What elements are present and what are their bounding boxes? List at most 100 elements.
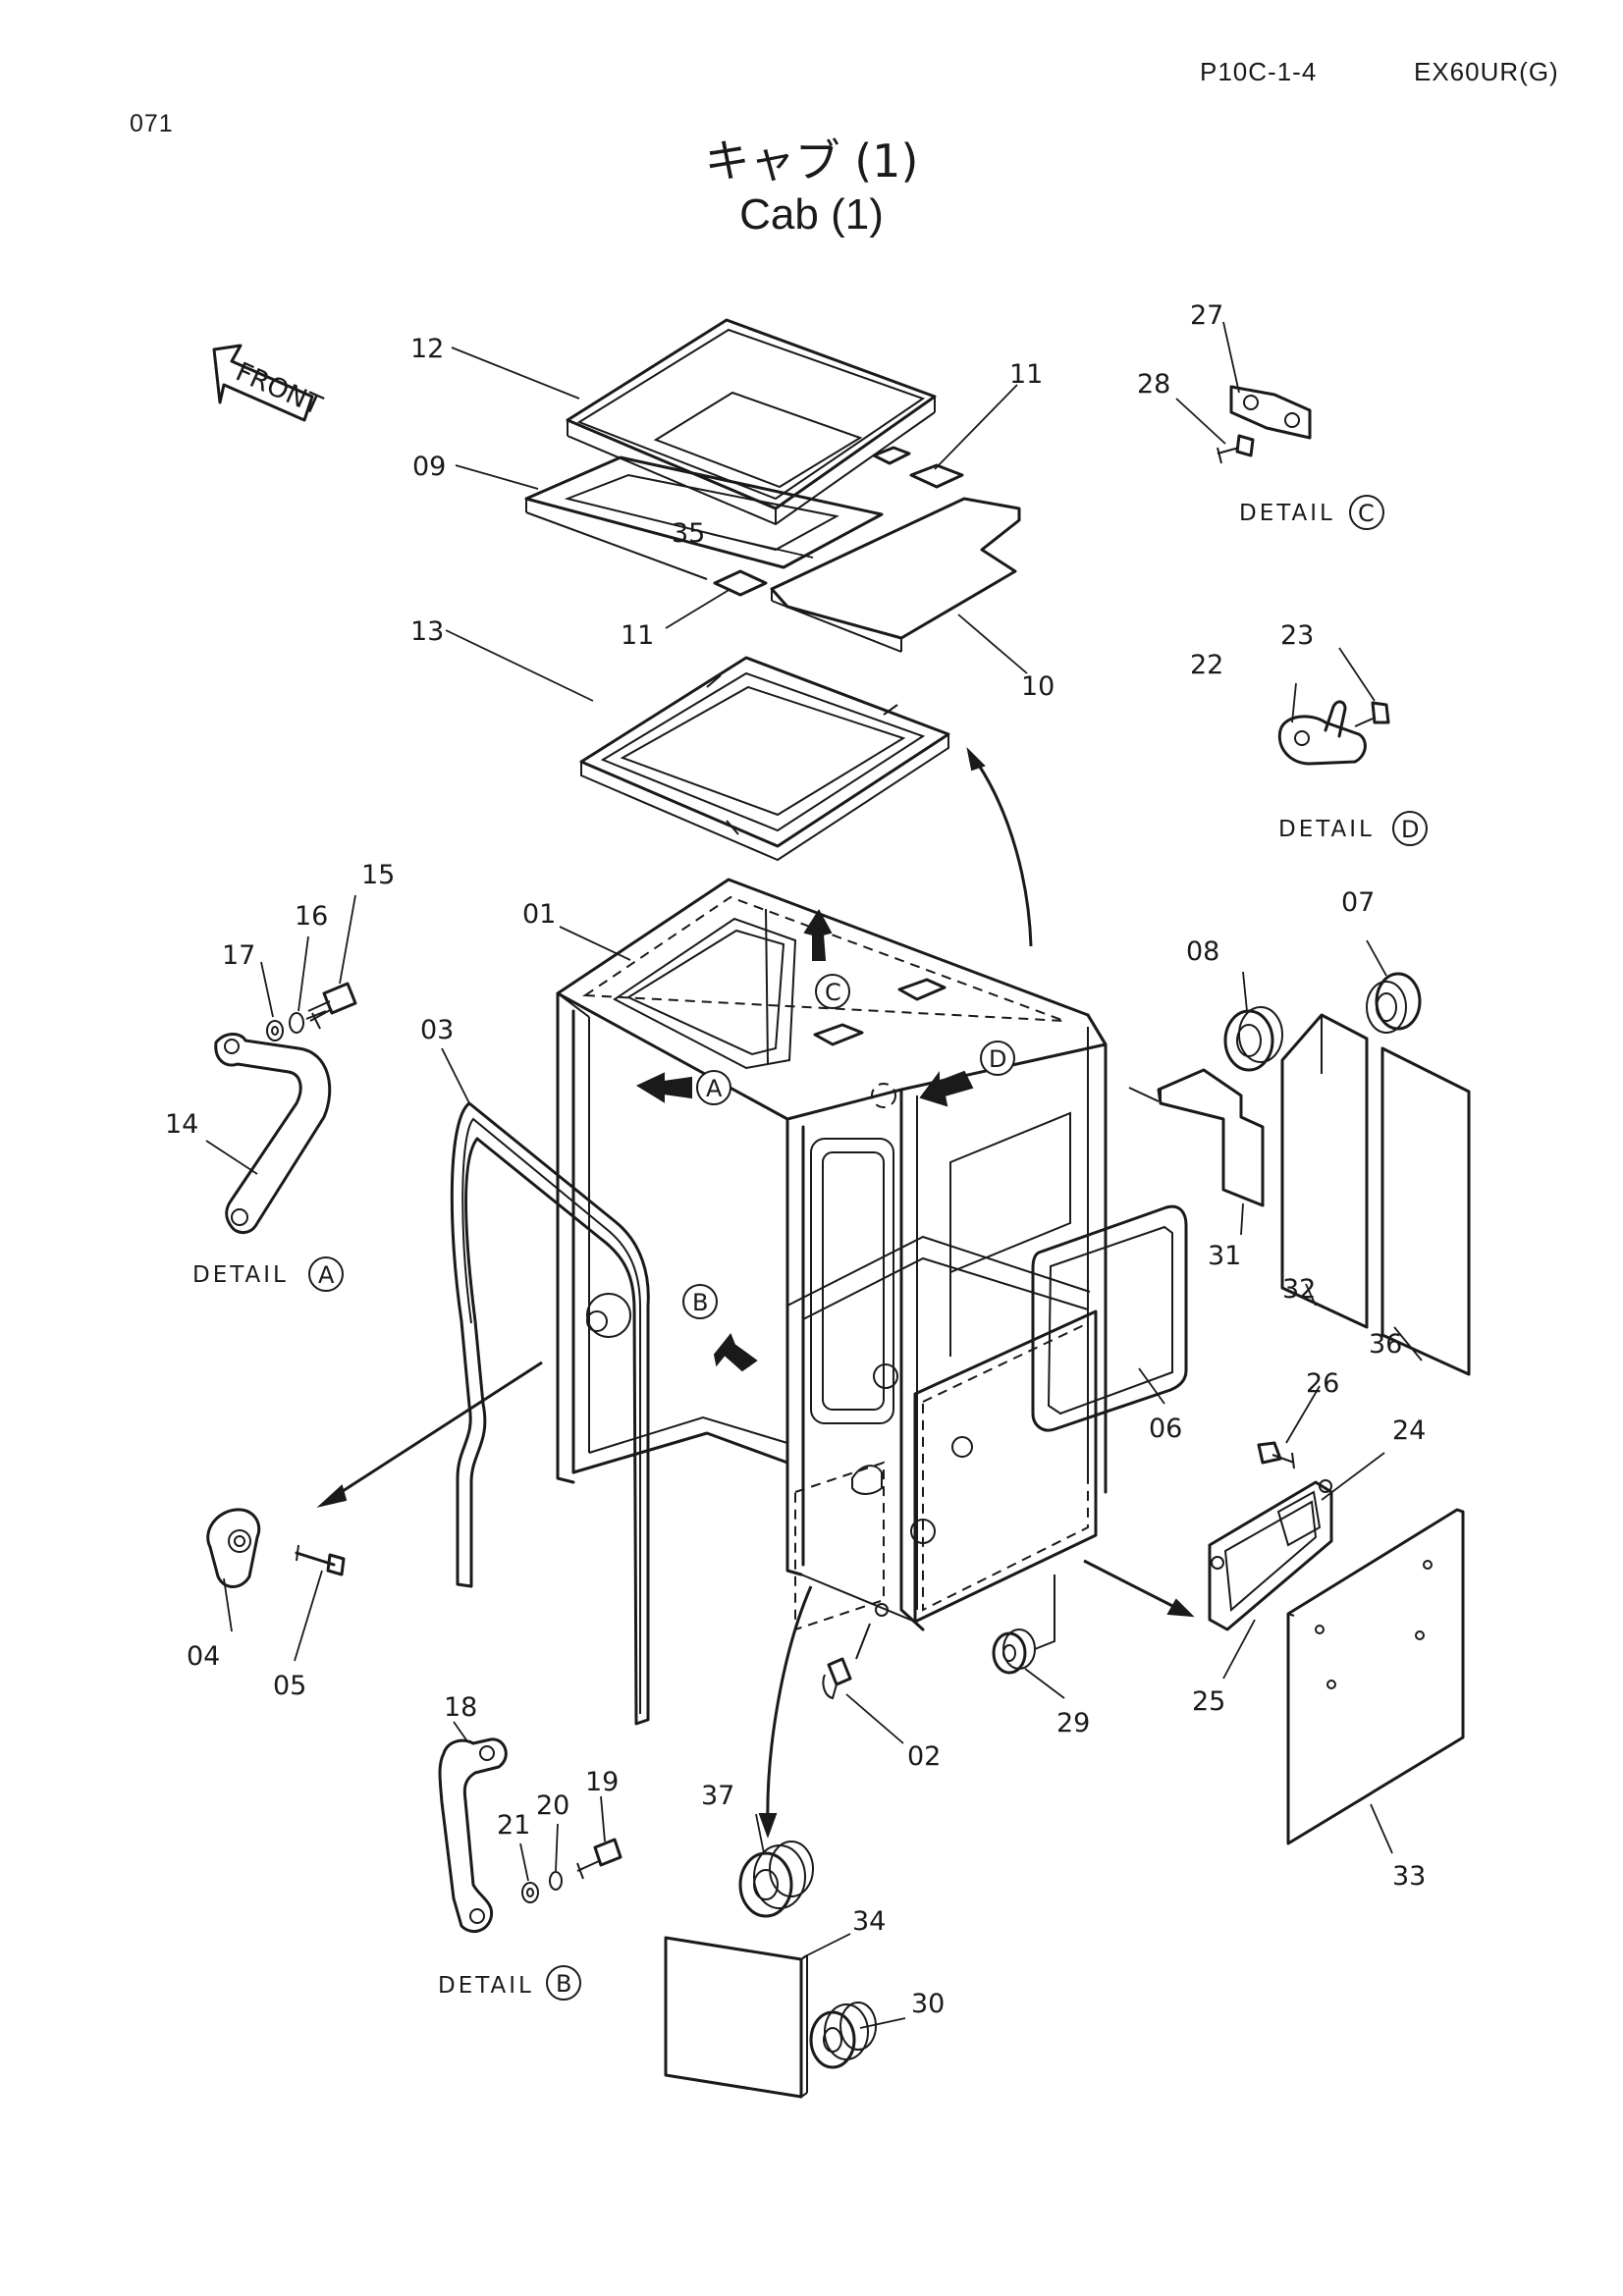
- part-07-grommet: [1366, 972, 1422, 1034]
- arrow-to-part-13: [976, 763, 1033, 947]
- title-english: Cab (1): [739, 190, 884, 239]
- part-34-cover-plate: [664, 1936, 808, 2099]
- part-28-bolt: [1217, 434, 1255, 464]
- label-20: 20: [536, 1790, 569, 1821]
- svg-text:D: D: [989, 1045, 1006, 1073]
- svg-text:DETAIL: DETAIL: [1239, 501, 1335, 526]
- label-37: 37: [701, 1781, 734, 1811]
- detail-b-label: DETAIL B: [438, 1965, 581, 2001]
- part-09-roof-plate: [524, 455, 884, 580]
- label-28: 28: [1137, 369, 1170, 400]
- callout-circle-d: D: [980, 1041, 1015, 1076]
- label-14: 14: [165, 1109, 198, 1140]
- label-33: 33: [1392, 1861, 1426, 1892]
- arrowhead-part-04: [316, 1484, 348, 1508]
- part-26-bolt: [1257, 1441, 1295, 1469]
- part-36-insulation-panel: [1380, 1046, 1471, 1376]
- part-06-window-seal: [1031, 1204, 1188, 1432]
- leader-lines: [205, 321, 1423, 2029]
- label-23: 23: [1280, 620, 1314, 651]
- label-34: 34: [852, 1906, 886, 1937]
- model-code: EX60UR(G): [1414, 57, 1559, 86]
- page-code: P10C-1-4: [1200, 57, 1318, 86]
- callout-circle-c: C: [815, 974, 850, 1009]
- svg-text:B: B: [556, 1970, 571, 1998]
- svg-text:B: B: [692, 1289, 708, 1316]
- arrow-to-part-04: [325, 1361, 543, 1504]
- svg-text:D: D: [1401, 816, 1419, 843]
- part-05-bolt: [295, 1544, 346, 1576]
- part-30-grommet: [809, 2002, 877, 2069]
- part-18-grab-handle: [438, 1737, 508, 1934]
- page-number: 071: [130, 110, 174, 137]
- label-29: 29: [1056, 1708, 1090, 1738]
- part-labels: 12 11 09 35 11 10 13 01 17 16 15 03 14 0…: [165, 300, 1426, 2019]
- arrow-to-part-25: [1083, 1559, 1185, 1614]
- label-02: 02: [907, 1741, 941, 1772]
- part-03-door-seal: [450, 1101, 650, 1726]
- label-27: 27: [1190, 300, 1223, 331]
- callout-arrows: [635, 909, 974, 1372]
- label-25: 25: [1192, 1686, 1225, 1717]
- part-19-bolt: [576, 1838, 622, 1880]
- label-10: 10: [1021, 671, 1055, 702]
- label-06: 06: [1149, 1414, 1182, 1444]
- part-21-washer: [521, 1882, 539, 1903]
- front-label: FRONT: [231, 356, 326, 421]
- label-32: 32: [1282, 1274, 1316, 1305]
- label-05: 05: [273, 1671, 306, 1701]
- label-11-top: 11: [1009, 359, 1043, 390]
- label-24: 24: [1392, 1415, 1426, 1446]
- label-18: 18: [444, 1692, 477, 1723]
- label-16: 16: [295, 901, 328, 932]
- label-13: 13: [410, 616, 444, 647]
- label-12: 12: [410, 334, 444, 364]
- part-10-roof-cover: [770, 497, 1021, 653]
- svg-text:DETAIL: DETAIL: [192, 1262, 289, 1288]
- label-04: 04: [187, 1641, 220, 1672]
- part-17-washer: [266, 1020, 284, 1041]
- part-31-pad: [1128, 1068, 1265, 1207]
- svg-text:C: C: [1358, 500, 1375, 527]
- part-04-door-bracket: [206, 1508, 261, 1588]
- label-35: 35: [672, 518, 705, 549]
- label-15: 15: [361, 860, 395, 890]
- label-22: 22: [1190, 650, 1223, 680]
- svg-text:C: C: [825, 979, 841, 1006]
- label-31: 31: [1208, 1241, 1241, 1271]
- label-09: 09: [412, 452, 446, 482]
- arrowhead-part-37: [758, 1813, 778, 1839]
- detail-d-label: DETAIL D: [1278, 811, 1428, 846]
- label-01: 01: [522, 899, 556, 930]
- label-26: 26: [1306, 1368, 1339, 1399]
- label-03: 03: [420, 1015, 454, 1045]
- title-japanese: キャブ (1): [704, 134, 919, 187]
- detail-c-label: DETAIL C: [1239, 495, 1384, 530]
- detail-a-label: DETAIL A: [192, 1256, 344, 1292]
- part-22-lock-plate: [1277, 700, 1367, 766]
- part-25-filter-cover: [1208, 1479, 1333, 1631]
- label-07: 07: [1341, 887, 1375, 918]
- part-15-bolt: [305, 982, 357, 1030]
- arrow-to-part-37: [766, 1585, 813, 1827]
- part-23-screw: [1354, 701, 1390, 727]
- part-32-insulation-panel: [1280, 1013, 1369, 1329]
- label-21: 21: [497, 1810, 530, 1841]
- label-36: 36: [1369, 1329, 1402, 1360]
- part-37-grommet: [738, 1841, 814, 1918]
- callout-circle-a: A: [696, 1070, 731, 1105]
- label-19: 19: [585, 1767, 619, 1797]
- part-24-mesh-filter: [1276, 1490, 1322, 1547]
- svg-text:DETAIL: DETAIL: [438, 1973, 534, 1999]
- arrowhead-part-25: [1166, 1598, 1195, 1618]
- label-17: 17: [222, 940, 255, 971]
- part-29-grommet: [992, 1629, 1036, 1675]
- part-08-grommet: [1223, 1006, 1283, 1072]
- callout-circle-b: B: [682, 1284, 718, 1319]
- part-27-bracket: [1229, 385, 1312, 440]
- label-08: 08: [1186, 936, 1219, 967]
- front-direction-arrow: FRONT: [212, 344, 327, 422]
- part-16-spring-washer: [289, 1012, 304, 1034]
- part-20-spring-washer: [549, 1871, 563, 1891]
